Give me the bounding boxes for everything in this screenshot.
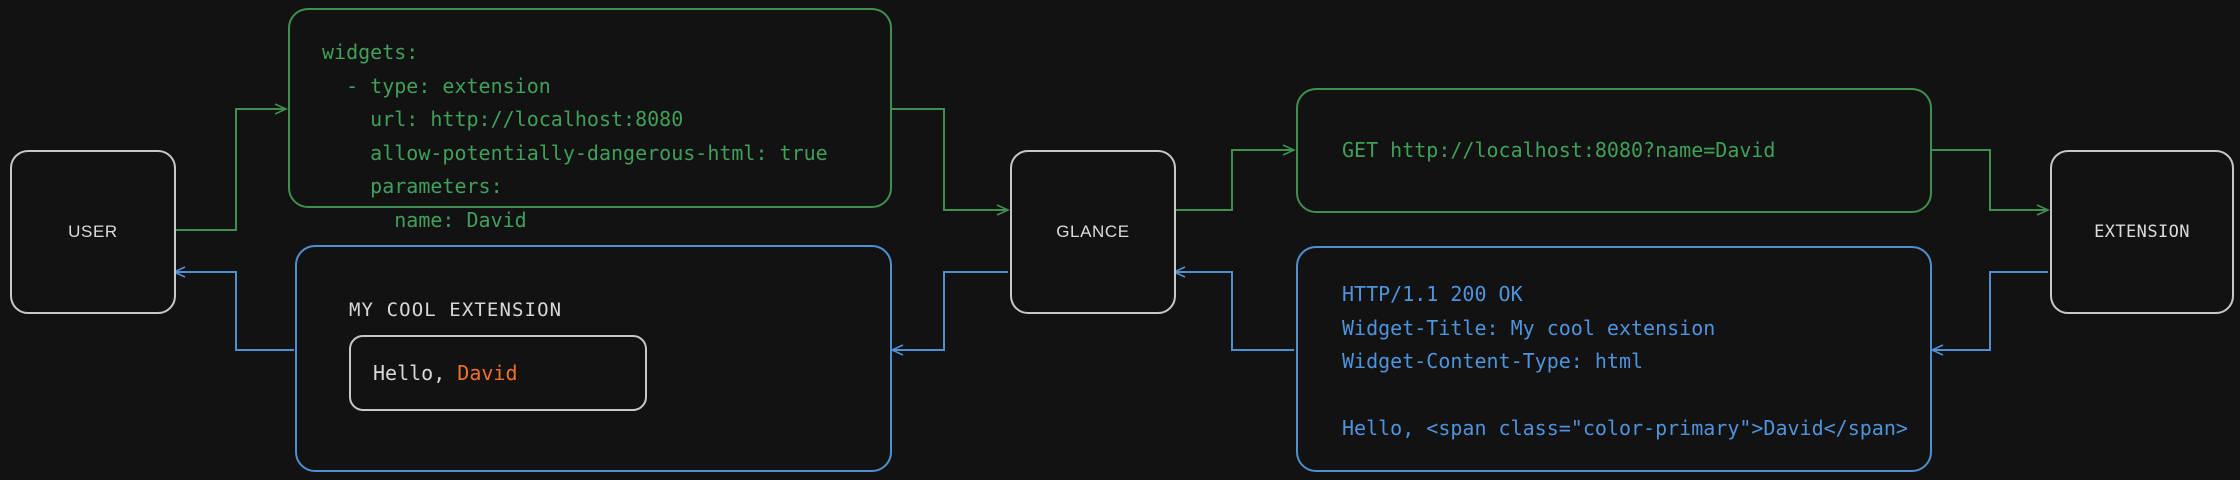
node-glance[interactable]: GLANCE [1010,150,1176,314]
node-user[interactable]: USER [10,150,176,314]
edge-glance-to-widget [890,271,1008,356]
edge-user-to-config [172,103,288,231]
rendered-widget-title: MY COOL EXTENSION [349,299,563,321]
edge-extension-to-response [1930,271,2048,356]
panel-config: widgets: - type: extension url: http://l… [288,8,892,232]
rendered-widget-card: Hello, David [349,335,647,411]
rendered-widget-card-text: Hello, David [351,361,518,385]
edge-request-to-extension [1932,149,2050,216]
http-request-code: GET http://localhost:8080?name=David [1342,138,1776,162]
edge-config-to-glance [892,108,1010,216]
panel-http-request: GET http://localhost:8080?name=David [1296,88,1932,213]
http-response-code: HTTP/1.1 200 OK Widget-Title: My cool ex… [1342,282,1908,441]
edge-widget-to-user [172,266,294,351]
node-user-label: USER [68,222,118,241]
card-text-accent: David [457,361,518,385]
edge-response-to-glance [1172,266,1294,351]
panel-rendered-widget: MY COOL EXTENSION Hello, David [295,245,892,472]
config-yaml-code: widgets: - type: extension url: http://l… [322,40,828,232]
panel-http-response: HTTP/1.1 200 OK Widget-Title: My cool ex… [1296,246,1932,472]
edge-glance-to-request [1172,144,1296,211]
node-extension-label: EXTENSION [2094,222,2190,242]
node-extension[interactable]: EXTENSION [2050,150,2234,314]
card-text-plain: Hello, [373,361,458,385]
node-glance-label: GLANCE [1056,222,1130,241]
